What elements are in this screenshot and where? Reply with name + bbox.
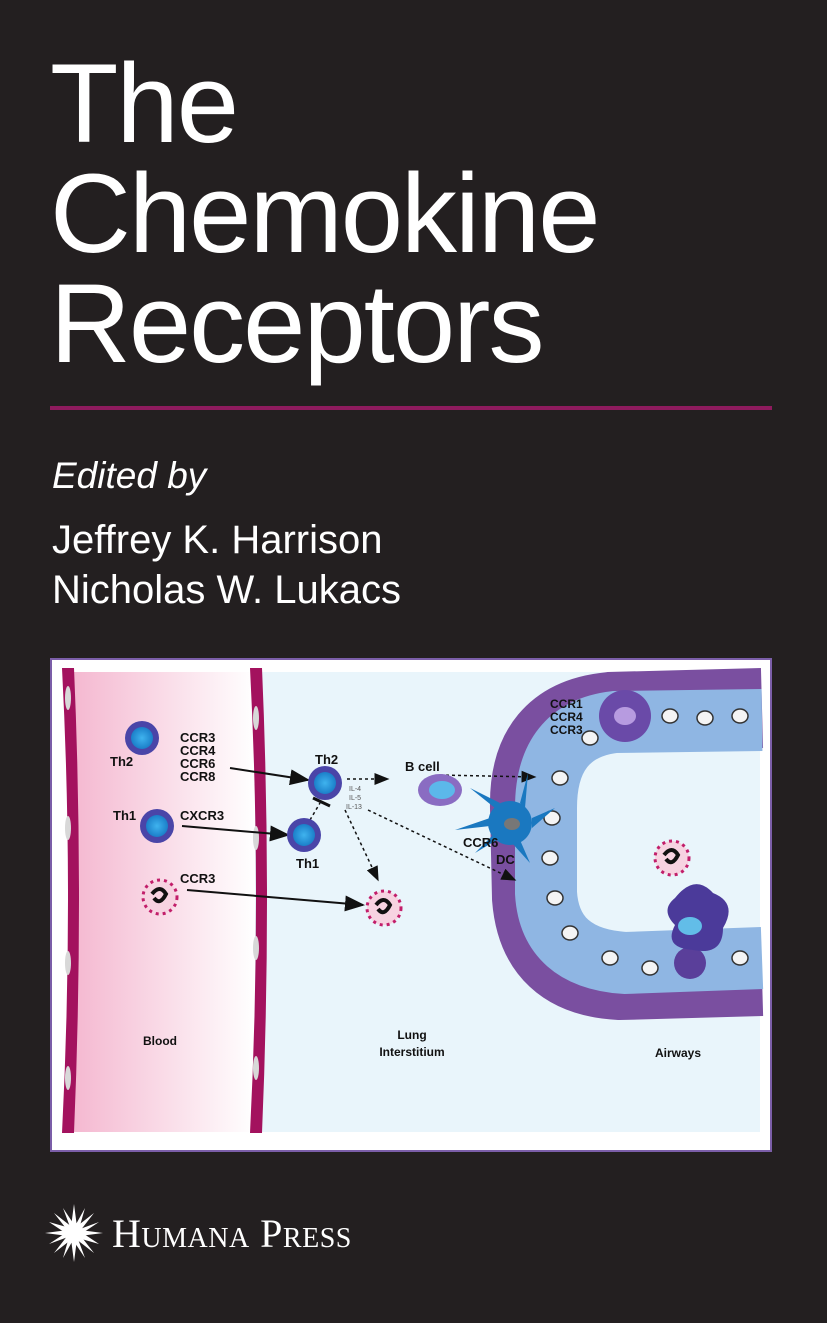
publisher-name-second: Press: [260, 1210, 352, 1256]
label-airways: Airways: [655, 1046, 701, 1060]
divider: [50, 406, 772, 410]
label-blood: Blood: [143, 1034, 177, 1048]
editor-name: Nicholas W. Lukacs: [52, 568, 402, 612]
th1-cell-tissue: [287, 818, 321, 852]
eosinophil-lumen: [653, 839, 691, 877]
macrophage: [667, 884, 729, 952]
edited-by-label: Edited by: [52, 455, 207, 496]
label-dc: DC: [496, 852, 515, 867]
eosinophil-blood: [141, 878, 179, 916]
label-receptor: CCR4: [550, 710, 583, 724]
b-cell: [418, 774, 462, 806]
th2-cell-blood: [125, 721, 159, 755]
label-b-cell: B cell: [405, 759, 440, 774]
sunburst-icon: [45, 1204, 103, 1262]
th2-cell-tissue: [308, 766, 342, 800]
label-receptor: CCR8: [180, 769, 215, 784]
label-cytokine: IL-13: [346, 804, 362, 811]
title-line: The: [50, 41, 239, 166]
label-lung: Lung: [397, 1028, 426, 1042]
inhibition-bar: [312, 796, 331, 808]
signaling-arrows: [309, 770, 537, 882]
label-cytokine: IL-5: [349, 795, 361, 802]
label-th1-blood: Th1: [113, 808, 136, 823]
label-receptor: CCR4: [180, 743, 216, 758]
label-receptor: CCR3: [180, 871, 215, 886]
airway-epithelium: [490, 668, 764, 1021]
label-receptor: CCR1: [550, 697, 583, 711]
vessel-wall: [62, 668, 267, 1133]
cover-illustration: Th2 CCR3 CCR4 CCR6 CCR8 Th1 CXCR3 CCR3 T…: [50, 658, 772, 1152]
label-receptor: CCR6: [180, 756, 215, 771]
label-th1-tissue: Th1: [296, 856, 319, 871]
label-lung: Interstitium: [379, 1045, 444, 1059]
label-receptor: CCR6: [463, 835, 498, 850]
label-th2-tissue: Th2: [315, 752, 338, 767]
publisher-name-first: Humana: [112, 1210, 250, 1256]
publisher-logo: Humana Press: [44, 1203, 352, 1263]
label-receptor: CXCR3: [180, 808, 224, 823]
migration-arrows: [181, 767, 365, 912]
label-receptor: CCR3: [550, 723, 583, 737]
dendritic-cell: [455, 773, 555, 863]
eosinophil-tissue: [365, 889, 403, 927]
title-line: Receptors: [50, 261, 544, 386]
label-cytokine: IL-4: [349, 786, 361, 793]
publisher-name: Humana Press: [112, 1210, 352, 1257]
editor-name: Jeffrey K. Harrison: [52, 518, 383, 562]
label-th2-blood: Th2: [110, 754, 133, 769]
title-line: Chemokine: [50, 151, 601, 276]
th1-cell-blood: [140, 809, 174, 843]
label-receptor: CCR3: [180, 730, 215, 745]
